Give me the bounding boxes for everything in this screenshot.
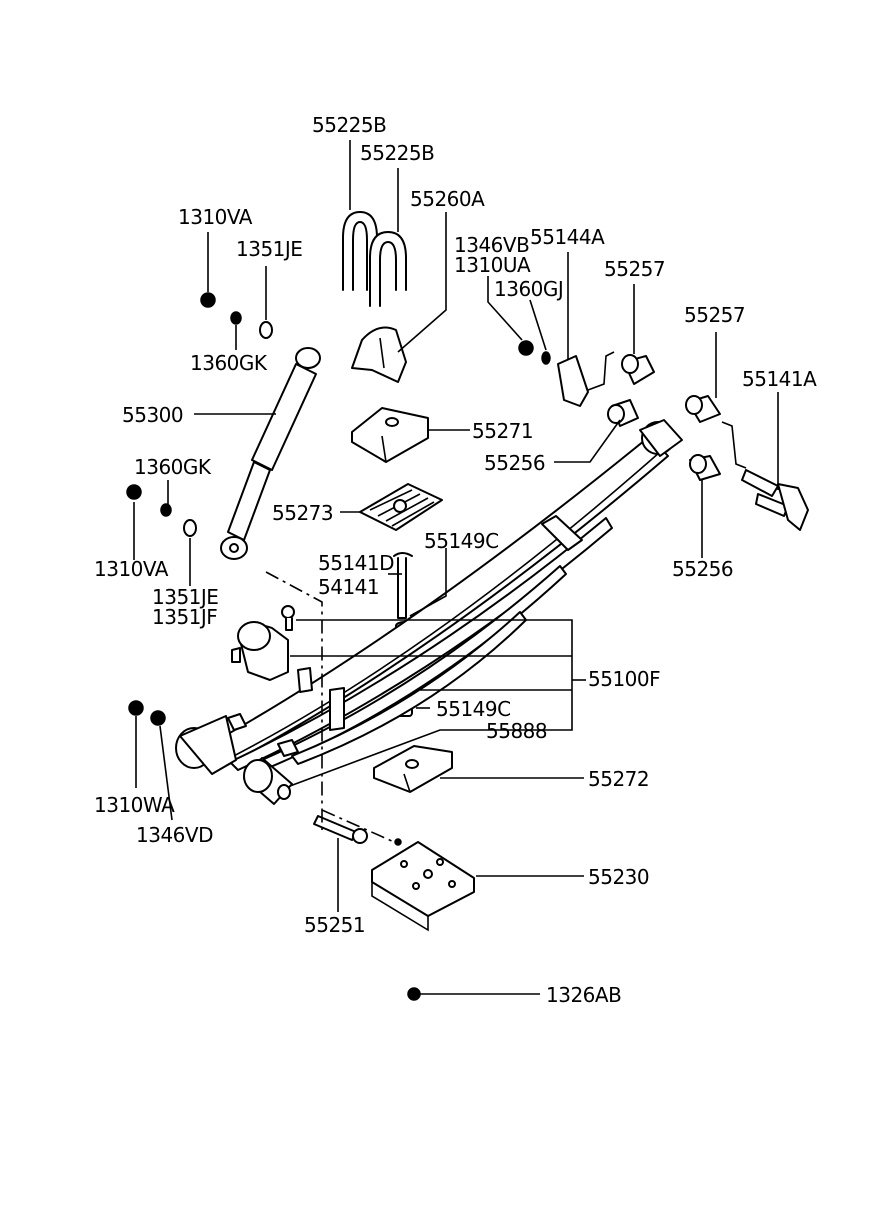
nut-1310va-top bbox=[200, 292, 216, 308]
shock-absorber-55300 bbox=[220, 347, 321, 560]
label-54141: 54141 bbox=[318, 575, 379, 599]
label-55144a: 55144A bbox=[530, 225, 605, 249]
washer-1360gk-top bbox=[230, 311, 242, 325]
label-55149c-a: 55149C bbox=[424, 529, 499, 553]
label-55273: 55273 bbox=[272, 501, 333, 525]
label-55271: 55271 bbox=[472, 419, 533, 443]
label-55225b-2: 55225B bbox=[360, 141, 434, 165]
label-55251: 55251 bbox=[304, 913, 365, 937]
label-55300: 55300 bbox=[122, 403, 183, 427]
label-55225b-1: 55225B bbox=[312, 113, 386, 137]
label-55888: 55888 bbox=[486, 719, 547, 743]
spring-plate-55230 bbox=[371, 841, 475, 932]
washer-1360gj bbox=[541, 351, 551, 365]
nut-1346vd bbox=[150, 710, 166, 726]
u-bolt-55225b-rear bbox=[342, 211, 378, 291]
label-1310va-mid: 1310VA bbox=[94, 557, 169, 581]
centerline-left bbox=[265, 571, 323, 830]
nut-1310ua bbox=[518, 340, 534, 356]
label-1326ab: 1326AB bbox=[546, 983, 621, 1007]
nut-1310wa bbox=[128, 700, 144, 716]
label-1346vb: 1346VB bbox=[454, 233, 529, 257]
bushing-55256-right bbox=[689, 454, 721, 481]
label-55256-b: 55256 bbox=[672, 557, 733, 581]
washer-1351je-top bbox=[259, 321, 273, 339]
label-55257-b: 55257 bbox=[684, 303, 745, 327]
spring-seat-55272 bbox=[373, 745, 453, 793]
centerline-right bbox=[321, 809, 395, 843]
label-55256-a: 55256 bbox=[484, 451, 545, 475]
bolt-upper-left bbox=[281, 605, 295, 631]
label-55260a: 55260A bbox=[410, 187, 485, 211]
label-55149c-b: 55149C bbox=[436, 697, 511, 721]
bushing-55256-spring bbox=[607, 399, 639, 427]
label-55141a: 55141A bbox=[742, 367, 817, 391]
shackle-55141a bbox=[741, 469, 809, 531]
shackle-plate-55144a bbox=[557, 355, 589, 407]
label-1360gk-top: 1360GK bbox=[190, 351, 268, 375]
bolt-55251 bbox=[313, 815, 368, 844]
label-1360gj: 1360GJ bbox=[494, 277, 563, 301]
label-55272: 55272 bbox=[588, 767, 649, 791]
spacer-plate-55271 bbox=[351, 407, 429, 463]
label-55141d: 55141D bbox=[318, 551, 394, 575]
label-1351jf: 1351JF bbox=[152, 605, 217, 629]
bushing-55257-right bbox=[685, 395, 721, 423]
spring-bracket bbox=[231, 621, 313, 693]
label-55100f: 55100F bbox=[588, 667, 660, 691]
label-1346vd: 1346VD bbox=[136, 823, 213, 847]
label-1310wa: 1310WA bbox=[94, 793, 175, 817]
label-1360gk-mid: 1360GK bbox=[134, 455, 212, 479]
label-1351je-top: 1351JE bbox=[236, 237, 302, 261]
spring-pad-55260a bbox=[351, 326, 407, 383]
washer-1351je-mid bbox=[183, 519, 197, 537]
washer-1360gk-mid bbox=[160, 503, 172, 517]
nut-1310va-mid bbox=[126, 484, 142, 500]
bushing-55888 bbox=[243, 757, 293, 805]
label-55230: 55230 bbox=[588, 865, 649, 889]
label-1351je-mid: 1351JE bbox=[152, 585, 218, 609]
center-bolt-55141d bbox=[393, 552, 413, 619]
label-1310va-top: 1310VA bbox=[178, 205, 253, 229]
label-1310ua: 1310UA bbox=[454, 253, 531, 277]
bushing-55257-upper bbox=[621, 354, 655, 385]
u-bolt-55225b-front bbox=[369, 231, 407, 307]
label-55257-a: 55257 bbox=[604, 257, 665, 281]
leader-lines bbox=[133, 140, 779, 995]
nut-1326ab bbox=[407, 987, 421, 1001]
